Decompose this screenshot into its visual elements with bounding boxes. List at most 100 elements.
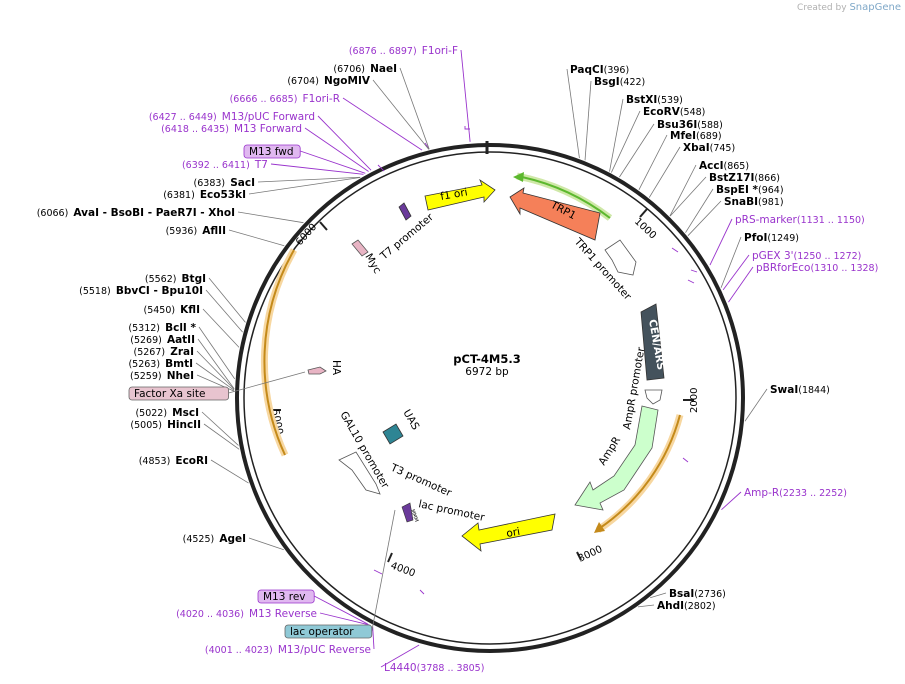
primer-prs-marker[interactable]: pRS-marker(1131 .. 1150): [709, 214, 865, 266]
site-ahdi[interactable]: AhdI(2802): [637, 600, 716, 612]
callout-factor-xa[interactable]: Factor Xa site: [128, 371, 306, 401]
primer-label: (4001 .. 4023) M13/pUC Reverse: [205, 638, 371, 657]
primer-t7[interactable]: (6392 .. 6411) T7: [182, 153, 364, 175]
feature-trp1-promoter[interactable]: TRP1 promoter: [571, 235, 637, 303]
feature-small-arrows[interactable]: MMM: [401, 502, 419, 523]
site-msci[interactable]: (5022) MscI: [135, 401, 239, 446]
feature-ha[interactable]: HA: [307, 360, 342, 376]
site-bbvci[interactable]: (5518) BbvCI - Bpu10I: [79, 279, 243, 333]
site-label: (6066) AvaI - BsoBI - PaeR7I - XhoI: [37, 201, 235, 220]
primer-leader: [372, 626, 375, 650]
site-swai[interactable]: SwaI(1844): [744, 384, 830, 422]
primer-range: (1310 .. 1328): [810, 263, 878, 274]
tick-3000: 3000: [576, 544, 604, 565]
site-aatii[interactable]: (5269) AatII: [130, 328, 235, 390]
primer-pgex3[interactable]: pGEX 3'(1250 .. 1272): [722, 250, 861, 291]
site-bspei[interactable]: BspEI *(964): [685, 184, 784, 233]
site-btgi[interactable]: (5562) BtgI: [145, 267, 246, 323]
site-zrai[interactable]: (5267) ZraI: [134, 340, 235, 390]
site-kfli[interactable]: (5450) KflI: [143, 298, 240, 348]
site-name: HincII: [167, 419, 201, 431]
site-position: (539): [657, 95, 683, 106]
site-naei[interactable]: (6706) NaeI: [333, 57, 430, 150]
feature-f1-ori[interactable]: f1 ori: [424, 178, 496, 211]
primer-amp-r[interactable]: Amp-R(2233 .. 2252): [721, 487, 847, 511]
site-name: AhdI: [657, 600, 684, 612]
site-bsu36i[interactable]: Bsu36I(588): [619, 119, 723, 178]
primer-m13puc-fwd[interactable]: (6427 .. 6449) M13/pUC Forward: [149, 105, 372, 171]
site-xbai[interactable]: XbaI(745): [648, 142, 735, 198]
site-pfoi[interactable]: PfoI(1249): [720, 232, 799, 288]
primer-f1ori-f[interactable]: (6876 .. 6897) F1ori-F: [349, 39, 471, 142]
feature-trp1[interactable]: TRP1: [509, 187, 601, 241]
primer-label: (6666 .. 6685) F1ori-R: [230, 87, 340, 106]
site-name: Eco53kI: [200, 189, 246, 201]
feature-uas[interactable]: UAS: [382, 408, 422, 445]
site-position: (5269): [130, 335, 162, 346]
site-bcli[interactable]: (5312) BclI *: [128, 316, 236, 380]
site-ecorv[interactable]: EcoRV(548): [610, 106, 705, 173]
site-hincii[interactable]: (5005) HincII: [130, 413, 240, 450]
site-leader: [201, 411, 239, 446]
primer-m13-forward[interactable]: (6418 .. 6435) M13 Forward: [161, 117, 369, 172]
primer-m13-reverse[interactable]: (4020 .. 4036) M13 Reverse: [176, 602, 370, 626]
site-name: XbaI: [683, 142, 710, 154]
site-mfei[interactable]: MfeI(689): [638, 130, 722, 190]
site-leader: [720, 236, 742, 288]
ori-label: ori: [505, 526, 521, 540]
site-agei[interactable]: (4525) AgeI: [183, 527, 284, 551]
primer-leader: [313, 595, 368, 625]
feature-ampr[interactable]: AmpR: [574, 405, 659, 511]
primer-m13-rev[interactable]: M13 rev: [257, 589, 368, 625]
primer-marks: [373, 126, 698, 595]
site-bstxi[interactable]: BstXI(539): [609, 94, 683, 172]
primer-label: (6876 .. 6897) F1ori-F: [349, 39, 458, 58]
site-avai[interactable]: (6066) AvaI - BsoBI - PaeR7I - XhoI: [37, 201, 304, 224]
primer-pbrforeco[interactable]: pBRforEco(1310 .. 1328): [728, 262, 878, 303]
t3-promoter-label: T3 promoter: [388, 461, 454, 499]
f1-ori-label: f1 ori: [439, 186, 468, 203]
feature-cen-ars[interactable]: CEN/ARS: [640, 303, 667, 381]
primer-range: (6876 .. 6897): [349, 46, 417, 57]
site-name: ZraI: [170, 346, 194, 358]
callout-lac-operator[interactable]: lac operator: [284, 509, 396, 639]
site-position: (5562): [145, 274, 177, 285]
primer-label: (6427 .. 6449) M13/pUC Forward: [149, 105, 315, 124]
site-bstz17i[interactable]: BstZ17I(866): [669, 172, 780, 217]
site-acci[interactable]: AccI(865): [669, 160, 749, 217]
site-paqci[interactable]: PaqCI(396): [566, 64, 629, 159]
site-snabi[interactable]: SnaBI(981): [687, 196, 784, 236]
primer-range: (6427 .. 6449): [149, 112, 217, 123]
primer-f1ori-r[interactable]: (6666 .. 6685) F1ori-R: [230, 87, 423, 151]
site-name: NheI: [167, 370, 194, 382]
snapgene-credit: Created by SnapGene: [797, 2, 901, 13]
site-ngomiv[interactable]: (6704) NgoMIV: [287, 69, 430, 150]
callout-leader: [228, 371, 306, 394]
ampr-orf-arrowhead: [594, 522, 605, 533]
primer-box: [243, 144, 301, 159]
site-bsgi[interactable]: BsgI(422): [584, 76, 645, 161]
primer-range: (1131 .. 1150): [797, 215, 865, 226]
site-saci[interactable]: (6383) SacI: [194, 171, 361, 190]
primer-l4440[interactable]: L4440(3788 .. 3805): [380, 644, 484, 674]
site-position: (689): [696, 131, 722, 142]
feature-ori[interactable]: ori: [461, 513, 556, 552]
feature-myc[interactable]: Myc: [351, 239, 383, 276]
site-bsai[interactable]: BsaI(2736): [650, 588, 726, 600]
site-label: MfeI(689): [670, 130, 722, 142]
feature-gal10-promoter[interactable]: GAL10 promoter: [337, 410, 391, 495]
primer-m13puc-rev[interactable]: (4001 .. 4023) M13/pUC Reverse: [205, 626, 375, 657]
primer-m13-fwd[interactable]: M13 fwd: [243, 144, 366, 174]
site-label: (5267) ZraI: [134, 340, 194, 359]
site-ecori[interactable]: (4853) EcoRI: [139, 449, 249, 484]
left-orf-line: [263, 249, 295, 456]
ampr-orf-line: [599, 414, 681, 529]
site-eco53ki[interactable]: (6381) Eco53kI: [163, 177, 361, 202]
primer-leader: [380, 644, 420, 668]
site-aflii[interactable]: (5936) AflII: [166, 219, 285, 247]
site-position: (5022): [135, 408, 167, 419]
site-position: (2736): [694, 589, 726, 600]
backbone-outer-ring: [235, 143, 745, 653]
site-bmti[interactable]: (5263) BmtI: [128, 352, 235, 391]
feature-t7-promoter[interactable]: T7 promoter: [377, 202, 436, 263]
